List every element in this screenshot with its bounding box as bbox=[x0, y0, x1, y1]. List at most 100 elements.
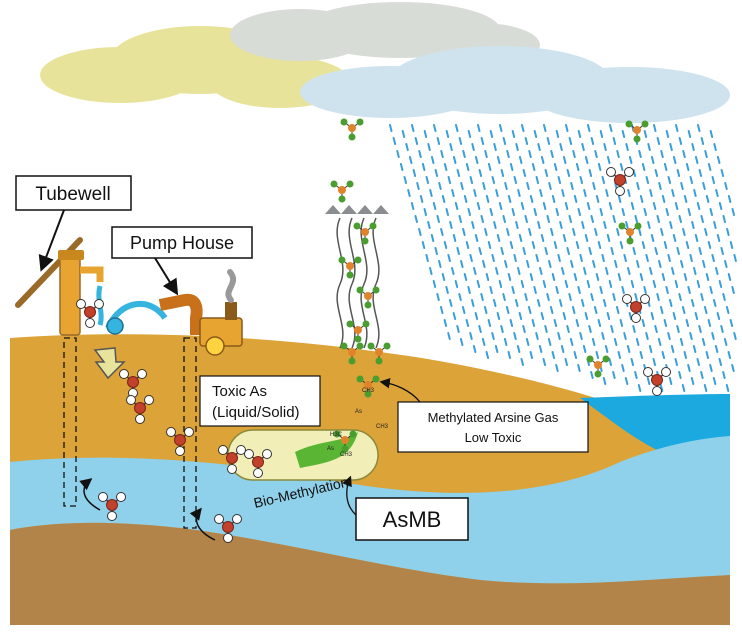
rain-drop bbox=[661, 195, 666, 203]
rain-drop bbox=[727, 273, 732, 281]
rain-drop bbox=[687, 208, 692, 216]
rain-drop bbox=[693, 189, 697, 197]
toxic-as-label-line1: Toxic As bbox=[212, 383, 267, 400]
rain-drop bbox=[635, 338, 640, 346]
rain-drop bbox=[663, 319, 668, 327]
rain-drop bbox=[641, 319, 646, 327]
rain-drop bbox=[421, 163, 426, 171]
rain-drop bbox=[439, 306, 444, 314]
rain-drop bbox=[676, 247, 680, 255]
rain-drop bbox=[445, 208, 450, 216]
rain-drop bbox=[546, 215, 550, 223]
rain-drop bbox=[682, 150, 686, 158]
rain-drop bbox=[496, 312, 501, 320]
rain-drop bbox=[608, 202, 613, 210]
rain-drop bbox=[421, 241, 426, 249]
rain-drop bbox=[559, 221, 563, 229]
rain-drop bbox=[683, 351, 688, 359]
rain-drop bbox=[452, 234, 457, 242]
rain-drop bbox=[561, 189, 565, 197]
rain-drop bbox=[637, 384, 642, 392]
rain-drop bbox=[469, 176, 474, 184]
rain-drop bbox=[539, 267, 543, 275]
rain-drop bbox=[669, 299, 673, 307]
rain-drop bbox=[575, 241, 580, 249]
rain-drop bbox=[548, 260, 552, 268]
rain-drop bbox=[511, 130, 516, 138]
rain-drop bbox=[630, 358, 635, 366]
rain-drop bbox=[694, 234, 699, 242]
rain-drop bbox=[507, 351, 512, 359]
rain-drop bbox=[529, 351, 534, 359]
rain-drop bbox=[643, 130, 648, 138]
rain-drop bbox=[456, 247, 460, 255]
rain-drop bbox=[714, 345, 719, 353]
rain-drop bbox=[522, 169, 527, 177]
rain-drop bbox=[418, 150, 422, 158]
rain-drop bbox=[733, 254, 737, 262]
rain-drop bbox=[590, 371, 594, 379]
rain-drop bbox=[520, 358, 525, 366]
rain-drop bbox=[707, 241, 712, 249]
rain-drop bbox=[608, 280, 613, 288]
rain-drop bbox=[487, 163, 492, 171]
rain-drop bbox=[595, 273, 600, 281]
pump-house-pointer bbox=[154, 257, 179, 296]
rain-drop bbox=[535, 176, 540, 184]
rain-drop bbox=[713, 143, 717, 151]
methylated-arsine-molecule bbox=[340, 118, 364, 141]
rain-drop bbox=[502, 137, 507, 145]
rain-drop bbox=[459, 338, 464, 346]
rain-drop bbox=[504, 182, 508, 190]
rain-drop bbox=[460, 182, 464, 190]
rain-drop bbox=[528, 150, 532, 158]
rain-drop bbox=[588, 169, 593, 177]
rain-drop bbox=[461, 306, 466, 314]
rain-drop bbox=[561, 267, 565, 275]
rain-drop bbox=[485, 273, 490, 281]
rain-drop bbox=[681, 384, 686, 392]
rain-drop bbox=[601, 254, 605, 262]
atom-label: CH3 bbox=[376, 424, 389, 430]
rain-drop bbox=[489, 130, 494, 138]
tubewell-label: Tubewell bbox=[35, 184, 110, 205]
rain-drop bbox=[483, 306, 488, 314]
rain-drop bbox=[524, 293, 528, 301]
rain-drop bbox=[577, 130, 582, 138]
rain-drop bbox=[430, 156, 435, 164]
rain-drop bbox=[597, 163, 602, 171]
rain-drop bbox=[711, 176, 716, 184]
methylated-pointer bbox=[379, 378, 421, 403]
rain-drop bbox=[672, 312, 677, 320]
rain-drop bbox=[647, 143, 651, 151]
rain-drop bbox=[679, 338, 684, 346]
rain-drop bbox=[601, 332, 605, 340]
rain-drop bbox=[702, 260, 706, 268]
rain-drop bbox=[443, 319, 448, 327]
rain-drop bbox=[513, 332, 517, 340]
rain-drop bbox=[499, 124, 503, 132]
rain-drop bbox=[630, 280, 635, 288]
rain-drop bbox=[727, 351, 732, 359]
rain-drop bbox=[652, 202, 657, 210]
rain-drop bbox=[691, 221, 695, 229]
rain-drop bbox=[683, 195, 688, 203]
rain-drop bbox=[533, 130, 538, 138]
rain-drop bbox=[731, 286, 735, 294]
rain-drop bbox=[665, 286, 669, 294]
rain-drop bbox=[531, 163, 536, 171]
rain-drop bbox=[590, 137, 595, 145]
rain-drop bbox=[463, 195, 468, 203]
atom-label: CH3 bbox=[362, 388, 375, 394]
rain-drop bbox=[565, 124, 569, 132]
rain-drop bbox=[691, 299, 695, 307]
rain-drop bbox=[639, 351, 644, 359]
rain-drop bbox=[509, 319, 514, 327]
rain-drop bbox=[573, 273, 578, 281]
pump-house-shaft bbox=[183, 337, 197, 529]
rain-drop bbox=[528, 228, 532, 236]
rain-drop bbox=[557, 176, 562, 184]
rain-drop bbox=[674, 202, 679, 210]
rain-drop bbox=[649, 267, 653, 275]
